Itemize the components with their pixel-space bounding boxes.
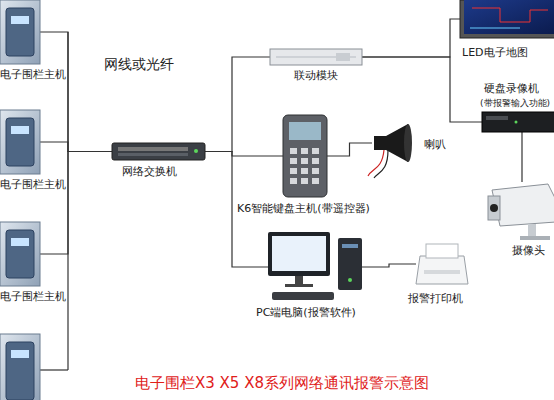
node-label: 联动模块 xyxy=(294,69,338,82)
camera-icon xyxy=(488,184,554,240)
keyboard-host-icon xyxy=(283,115,327,197)
node-label: 硬盘录像机 xyxy=(484,82,539,95)
speaker-icon xyxy=(368,124,412,178)
keyboard-host-node: K6智能键盘主机(带遥控器) xyxy=(283,115,327,197)
alarm-printer-node: 报警打印机 xyxy=(416,244,468,284)
node-label: PC端电脑(报警软件) xyxy=(256,306,356,319)
node-label: 电子围栏主机 xyxy=(0,290,66,303)
diagram-title: 电子围栏X3 X5 X8系列网络通讯报警示意图 xyxy=(135,374,429,393)
fence-host-icon xyxy=(0,110,40,174)
fence-host-icon xyxy=(0,0,40,64)
node-label: 电子围栏主机 xyxy=(0,68,66,81)
printer-icon xyxy=(416,244,468,284)
node-label: 喇叭 xyxy=(424,138,446,151)
node-label: (带报警输入功能) xyxy=(480,97,550,110)
node-label: K6智能键盘主机(带遥控器) xyxy=(237,202,370,215)
fence-host-icon xyxy=(0,334,40,400)
network-cable xyxy=(362,57,482,122)
network-cable xyxy=(40,142,112,152)
bus-wire xyxy=(67,32,68,370)
pc-icon xyxy=(268,232,362,300)
fence-host-node: 电子围栏主机 xyxy=(0,0,40,64)
led-map-node: LED电子地图 xyxy=(460,0,554,38)
led-map-icon xyxy=(460,0,554,38)
camera-node: 摄像头 xyxy=(490,182,554,238)
host-wire xyxy=(40,369,68,370)
network-cable xyxy=(40,152,112,255)
node-label: 电子围栏主机 xyxy=(0,178,66,191)
network-cable xyxy=(362,264,416,267)
fence-host-node: 电子围栏主机 xyxy=(0,110,40,174)
network-cable xyxy=(521,132,522,182)
network-cable xyxy=(40,32,112,152)
note-label: 网线或光纤 xyxy=(104,56,174,74)
node-label: 摄像头 xyxy=(512,244,545,257)
network-switch-node: 网络交换机 xyxy=(112,143,205,160)
node-label: LED电子地图 xyxy=(462,46,528,59)
fence-host-node: 电子围栏主机 xyxy=(0,222,40,286)
dvr-icon xyxy=(482,112,554,132)
network-cable xyxy=(205,152,283,157)
node-label: 报警打印机 xyxy=(408,292,463,305)
network-cable xyxy=(327,143,372,156)
linkage-module-node: 联动模块 xyxy=(270,49,362,65)
speaker-node: 喇叭 xyxy=(372,124,412,162)
switch-icon xyxy=(112,143,205,160)
fence-host-icon xyxy=(0,222,40,286)
video-recorder-node: 硬盘录像机(带报警输入功能) xyxy=(482,112,554,132)
linkage-module-icon xyxy=(270,49,362,65)
network-cable xyxy=(362,19,460,57)
network-cable xyxy=(205,57,270,152)
node-label: 网络交换机 xyxy=(122,165,177,178)
pc-computer-node: PC端电脑(报警软件) xyxy=(268,232,362,302)
